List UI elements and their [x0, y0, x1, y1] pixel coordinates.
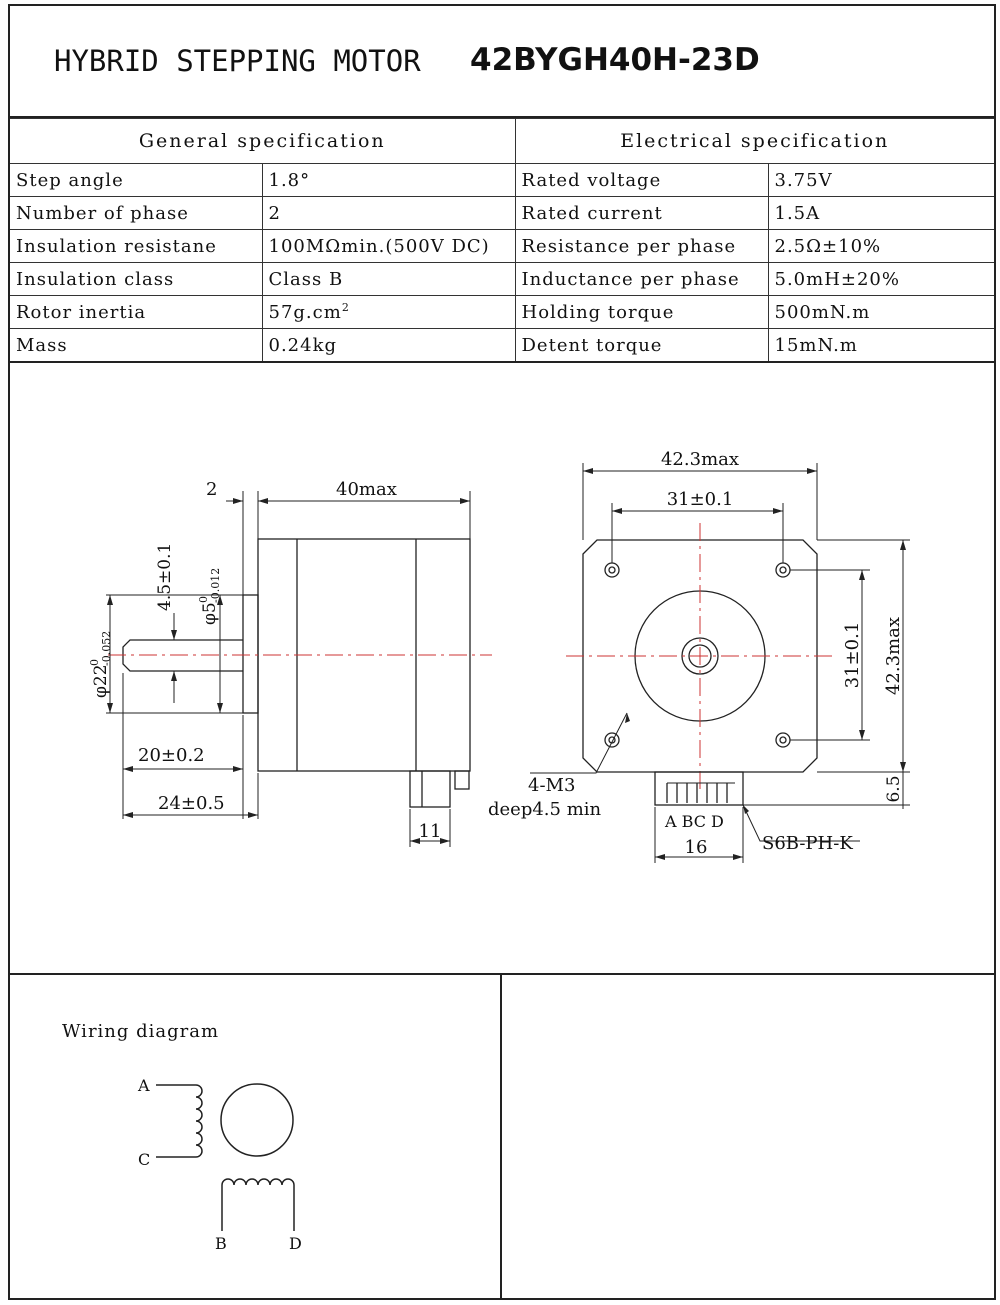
wire-label-a: A: [137, 1076, 150, 1095]
general-label: Step angle: [10, 163, 263, 197]
wiring-panel: Wiring diagram A C B D: [10, 973, 502, 1300]
general-label: Insulation resistane: [10, 229, 263, 263]
mount-hole: [775, 732, 791, 748]
general-label: Insulation class: [10, 262, 263, 296]
motor-boss: [242, 594, 259, 714]
dim-connector-label: 11: [419, 821, 442, 842]
shaft-inner-circle: [688, 644, 712, 668]
rotor-inertia-exponent: 2: [341, 301, 350, 314]
general-value: 0.24kg: [261, 328, 516, 362]
dim-conn-width-label: 16: [685, 837, 708, 858]
dim-height-label: 42.3max: [883, 617, 904, 695]
table-row: Step angle 1.8° Rated voltage 3.75V: [10, 163, 994, 197]
wiring-diagram: A C B D: [137, 1076, 302, 1253]
side-view: [106, 491, 492, 847]
product-title: HYBRID STEPPING MOTOR: [54, 44, 421, 78]
coil-ac: [156, 1084, 203, 1158]
datasheet: HYBRID STEPPING MOTOR 42BYGH40H-23D Gene…: [8, 4, 996, 1300]
electrical-spec-header: Electrical specification: [514, 118, 994, 164]
electrical-value: 2.5Ω±10%: [767, 229, 994, 263]
electrical-value: 500mN.m: [767, 295, 994, 329]
wire-label-b: B: [215, 1234, 227, 1253]
table-row: Rotor inertia 57g.cm2 Holding torque 500…: [10, 295, 994, 329]
dim-hole-spacing-v-label: 31±0.1: [842, 622, 863, 689]
table-row: Insulation resistane 100MΩmin.(500V DC) …: [10, 229, 994, 263]
general-label: Rotor inertia: [10, 295, 263, 329]
electrical-label: Resistance per phase: [514, 229, 769, 263]
dim-shaft-20-label: 20±0.2: [138, 745, 205, 766]
dim-conn-height-label: 6.5: [884, 775, 904, 802]
connector-body: [409, 770, 451, 808]
electrical-value: 3.75V: [767, 163, 994, 197]
title-row: HYBRID STEPPING MOTOR 42BYGH40H-23D: [10, 6, 994, 118]
dimension-drawing: 2 40max 4.5±0.1 φ5 0 -0.012 φ22 0 -0.052…: [10, 361, 994, 975]
dim-shaft-dia: φ5 0 -0.012: [197, 568, 222, 625]
spec-header-row: General specification Electrical specifi…: [10, 118, 994, 164]
mount-hole-inner: [608, 566, 616, 574]
dim-boss-dia-label: 4.5±0.1: [155, 543, 175, 611]
mount-hole: [604, 732, 620, 748]
front-flange: [582, 539, 818, 773]
dim-pilot-tol-up: 0: [88, 659, 101, 666]
mount-hole-inner: [779, 736, 787, 744]
drawing-canvas: 2 40max 4.5±0.1 φ5 0 -0.012 φ22 0 -0.052…: [88, 449, 910, 863]
mount-hole-inner: [779, 566, 787, 574]
dim-pilot: φ22 0 -0.052: [88, 631, 113, 698]
dim-pilot-label: φ22: [91, 664, 111, 698]
dim-hole-spacing-h-label: 31±0.1: [667, 489, 734, 510]
dim-pilot-tol-low: -0.052: [100, 631, 113, 666]
hole-note-line2: deep4.5 min: [488, 799, 602, 820]
dim-flange-label: 2: [206, 479, 217, 500]
connector-tab: [454, 770, 470, 790]
dim-body-label: 40max: [336, 479, 397, 500]
general-label: Mass: [10, 328, 263, 362]
general-label: Number of phase: [10, 196, 263, 230]
dim-shaft-dia-tol-low: -0.012: [209, 568, 222, 603]
electrical-value: 1.5A: [767, 196, 994, 230]
dim-shaft-24-label: 24±0.5: [158, 793, 225, 814]
general-spec-header: General specification: [10, 118, 516, 164]
wire-label-c: C: [138, 1150, 150, 1169]
electrical-value: 5.0mH±20%: [767, 262, 994, 296]
hole-note-line1: 4-M3: [528, 775, 575, 796]
coil-bd: [221, 1178, 295, 1231]
table-row: Number of phase 2 Rated current 1.5A: [10, 196, 994, 230]
general-value: 1.8°: [261, 163, 516, 197]
mount-hole: [775, 562, 791, 578]
wiring-diagram-title: Wiring diagram: [62, 1021, 220, 1042]
electrical-label: Holding torque: [514, 295, 769, 329]
pin-labels: A BC D: [664, 812, 724, 831]
rotor-circle: [220, 1083, 294, 1157]
rotor-inertia-value: 57g.cm: [268, 302, 342, 323]
connector-name-label: S6B-PH-K: [762, 833, 853, 854]
electrical-label: Inductance per phase: [514, 262, 769, 296]
model-number: 42BYGH40H-23D: [470, 42, 760, 78]
front-view: [530, 463, 910, 863]
dim-width-label: 42.3max: [661, 449, 739, 470]
electrical-value: 15mN.m: [767, 328, 994, 362]
table-row: Insulation class Class B Inductance per …: [10, 262, 994, 296]
general-value: 2: [261, 196, 516, 230]
spec-table: General specification Electrical specifi…: [10, 118, 994, 362]
electrical-label: Detent torque: [514, 328, 769, 362]
general-value: 57g.cm2: [261, 295, 516, 329]
general-value: Class B: [261, 262, 516, 296]
dim-shaft-dia-label: φ5: [200, 602, 220, 625]
table-row: Mass 0.24kg Detent torque 15mN.m: [10, 328, 994, 362]
wire-label-d: D: [289, 1234, 302, 1253]
general-value: 100MΩmin.(500V DC): [261, 229, 516, 263]
electrical-label: Rated voltage: [514, 163, 769, 197]
mount-hole: [604, 562, 620, 578]
dim-shaft-dia-tol-up: 0: [197, 596, 210, 603]
front-connector: [654, 771, 744, 806]
electrical-label: Rated current: [514, 196, 769, 230]
